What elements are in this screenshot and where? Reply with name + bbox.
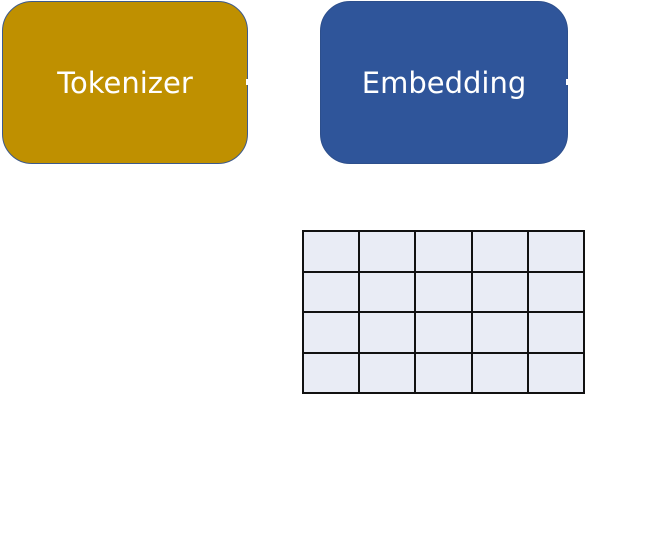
matrix-cell	[470, 230, 529, 273]
matrix-row	[301, 351, 586, 394]
matrix-cell	[301, 230, 361, 273]
matrix-cell	[414, 270, 473, 313]
matrix-cell	[358, 311, 417, 354]
matrix-row	[301, 230, 586, 273]
matrix-row	[301, 270, 586, 313]
matrix-cell	[414, 311, 473, 354]
matrix-cell	[526, 270, 586, 313]
matrix-cell	[414, 351, 473, 394]
matrix-cell	[526, 230, 586, 273]
matrix-row	[301, 311, 586, 354]
tokenizer-box: Tokenizer	[2, 1, 248, 164]
matrix-cell	[526, 311, 586, 354]
matrix-cell	[301, 351, 361, 394]
matrix-cell	[358, 270, 417, 313]
matrix-cell	[470, 270, 529, 313]
matrix-cell	[470, 351, 529, 394]
tokenizer-connector-stub	[246, 79, 249, 85]
matrix-cell	[358, 351, 417, 394]
tokenizer-label: Tokenizer	[57, 65, 193, 100]
embedding-box: Embedding	[320, 1, 568, 164]
embedding-connector-stub	[566, 79, 569, 85]
embedding-label: Embedding	[361, 65, 527, 100]
matrix-cell	[526, 351, 586, 394]
embedding-matrix-grid	[301, 230, 586, 394]
matrix-cell	[470, 311, 529, 354]
matrix-cell	[358, 230, 417, 273]
embedding-matrix	[301, 230, 586, 394]
matrix-cell	[414, 230, 473, 273]
matrix-cell	[301, 270, 361, 313]
matrix-cell	[301, 311, 361, 354]
